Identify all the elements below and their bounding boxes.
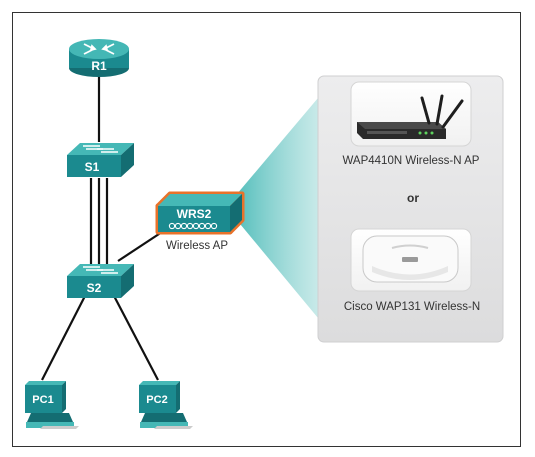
link-s2-pc2 <box>112 293 159 381</box>
wireless-router-wrs2[interactable]: WRS2 <box>155 191 245 235</box>
switch-s1-label: S1 <box>85 160 100 174</box>
wap4410n-device-icon <box>357 94 464 139</box>
wireless-coverage-beam <box>226 98 318 318</box>
pc1-label: PC1 <box>32 394 53 406</box>
pc-pc1[interactable]: PC1 <box>25 381 79 429</box>
wap131-device-icon <box>362 235 459 283</box>
switch-icon <box>83 145 118 153</box>
network-links <box>41 76 163 381</box>
wireless-router-label: WRS2 <box>177 207 212 221</box>
switch-s1[interactable]: S1 <box>67 143 134 177</box>
router-label: R1 <box>91 59 107 73</box>
link-s2-pc1 <box>41 293 87 381</box>
wireless-router-caption: Wireless AP <box>166 240 228 252</box>
router-r1[interactable]: R1 <box>69 39 129 77</box>
switch-s2-label: S2 <box>87 281 102 295</box>
router-icon <box>83 43 115 55</box>
ap1-caption: WAP4410N Wireless-N AP <box>343 155 480 167</box>
or-separator: or <box>407 191 419 205</box>
switch-icon <box>83 266 118 274</box>
ap2-caption: Cisco WAP131 Wireless-N <box>344 301 480 313</box>
link-s2-wrs2 <box>117 231 163 262</box>
pc-pc2[interactable]: PC2 <box>139 381 193 429</box>
wireless-router-icon <box>168 222 218 230</box>
switch-s2[interactable]: S2 <box>67 264 134 298</box>
pc2-label: PC2 <box>146 394 167 406</box>
